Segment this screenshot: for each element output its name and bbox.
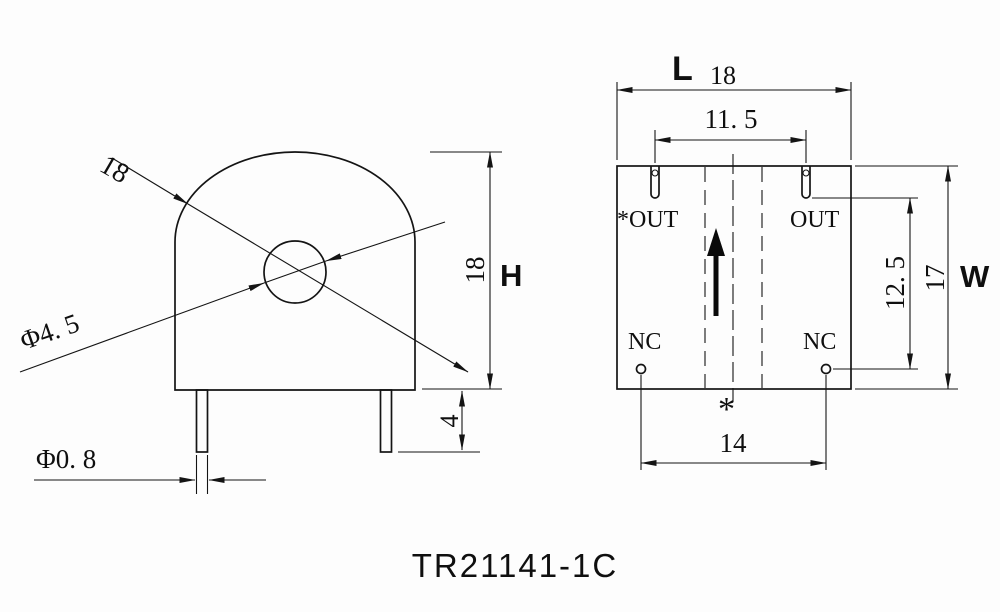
length-symbol: L: [672, 50, 693, 88]
pin-out-right-hole: [802, 169, 810, 177]
dim-pin-dia: Φ0. 8: [34, 444, 266, 494]
label-out-left: *OUT: [617, 207, 679, 233]
current-arrow-head: [707, 228, 725, 256]
dim-pin-pitch-top: 11. 5: [654, 104, 807, 163]
dim-height: 18 H: [422, 151, 522, 390]
dim-hole-line-right: [325, 221, 446, 262]
drawing-title: TR21141-1C: [412, 547, 618, 584]
pin-out-right-outline: [801, 166, 811, 199]
front-hole-circle: [263, 240, 327, 304]
current-direction-arrow: [707, 228, 725, 316]
dim-pin-length-value: 4: [435, 415, 464, 428]
dim-width-value: 17: [920, 265, 950, 292]
dim-hole-value: Φ4. 5: [16, 308, 83, 356]
dim-length: L 18: [616, 50, 852, 160]
label-nc-left: NC: [628, 329, 661, 355]
pin-nc-right-hole: [820, 363, 832, 375]
dim-core-od: 18: [95, 149, 469, 373]
dim-row-pitch-value: 12. 5: [880, 256, 910, 310]
bottom-view: *OUT OUT NC NC * L 18 11. 5: [616, 50, 990, 470]
front-pin-right: [379, 389, 393, 453]
dim-row-pitch: 12. 5: [812, 197, 918, 370]
width-symbol: W: [960, 259, 990, 294]
dim-pin-length: 4: [398, 390, 480, 453]
dim-pin-dia-value: Φ0. 8: [36, 444, 96, 474]
pin-out-right-slot: [801, 166, 811, 199]
dim-pin-pitch-bottom: 14: [640, 375, 827, 470]
front-body-outline: [174, 151, 416, 391]
polarity-mark: *: [718, 391, 735, 428]
pin-out-left-outline: [650, 166, 660, 199]
front-pin-left: [195, 389, 209, 453]
height-symbol: H: [500, 258, 522, 293]
dim-hole: Φ4. 5: [16, 221, 446, 373]
dim-core-od-value: 18: [95, 149, 135, 190]
dim-hole-line-mid: [263, 260, 327, 284]
label-nc-right: NC: [803, 329, 836, 355]
pin-out-left-hole: [651, 169, 659, 177]
bottom-body-outline: [616, 165, 852, 390]
dim-pin-pitch-top-value: 11. 5: [705, 104, 758, 134]
dim-core-od-leader: [111, 157, 189, 205]
dim-pin-pitch-bottom-value: 14: [720, 428, 748, 458]
dim-hole-line-left: [19, 282, 265, 373]
dim-width: 17 W: [855, 165, 990, 390]
dim-length-value: 18: [710, 61, 736, 90]
pin-nc-left-hole: [635, 363, 647, 375]
dim-core-od-line: [187, 203, 469, 373]
front-view: 18 Φ4. 5 18 H 4 Φ0. 8: [16, 149, 522, 494]
label-out-right: OUT: [790, 207, 840, 233]
pin-out-left-slot: [650, 166, 660, 199]
dim-height-value: 18: [460, 257, 490, 284]
